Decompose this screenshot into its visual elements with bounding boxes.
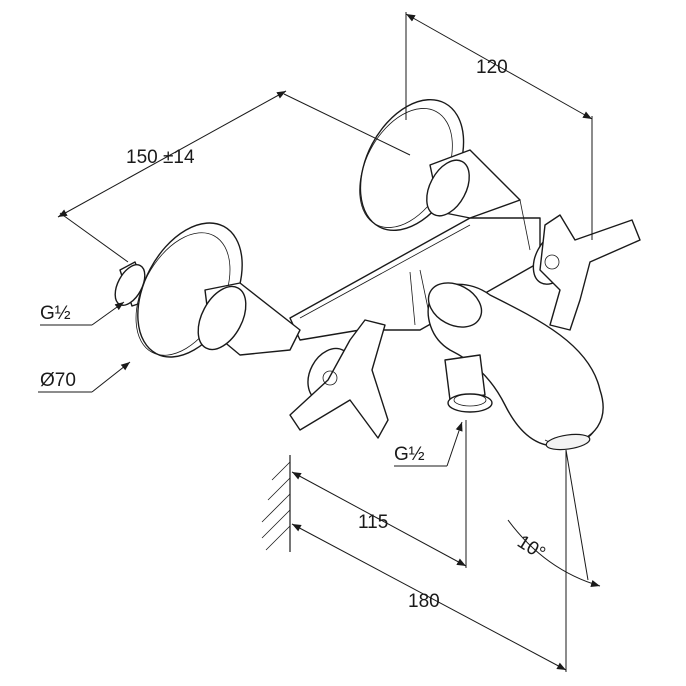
- left-rosette: [114, 222, 301, 358]
- dim-inlet-thread: G½: [40, 301, 125, 326]
- dim-spout-projection-label: 180: [408, 591, 440, 612]
- dim-depth: 120: [405, 12, 593, 240]
- spout-angle-label: 10°: [513, 531, 548, 564]
- spout: [427, 282, 604, 451]
- inlet-thread-label: G½: [40, 303, 71, 324]
- dim-spout-angle: 10°: [507, 449, 601, 587]
- rear-rosette: [359, 98, 521, 232]
- rosette-diameter-label: Ø70: [40, 370, 76, 391]
- dim-outlet-projection-label: 115: [358, 512, 388, 533]
- front-handle: [289, 319, 389, 439]
- dim-outlet-projection: 115: [291, 420, 467, 568]
- dim-center-distance-label: 150 ±14: [126, 147, 195, 168]
- outlet-thread-label: G½: [394, 444, 425, 465]
- outlet-nipple: [444, 354, 493, 413]
- rear-handle: [532, 214, 641, 331]
- dim-center-distance: 150 ±14: [57, 90, 411, 263]
- wall-hatch: [261, 455, 291, 552]
- dim-outlet-thread: G½: [394, 421, 463, 467]
- dim-depth-label: 120: [476, 57, 508, 78]
- dim-rosette-diameter: Ø70: [38, 361, 131, 393]
- dim-spout-projection: 180: [291, 450, 567, 672]
